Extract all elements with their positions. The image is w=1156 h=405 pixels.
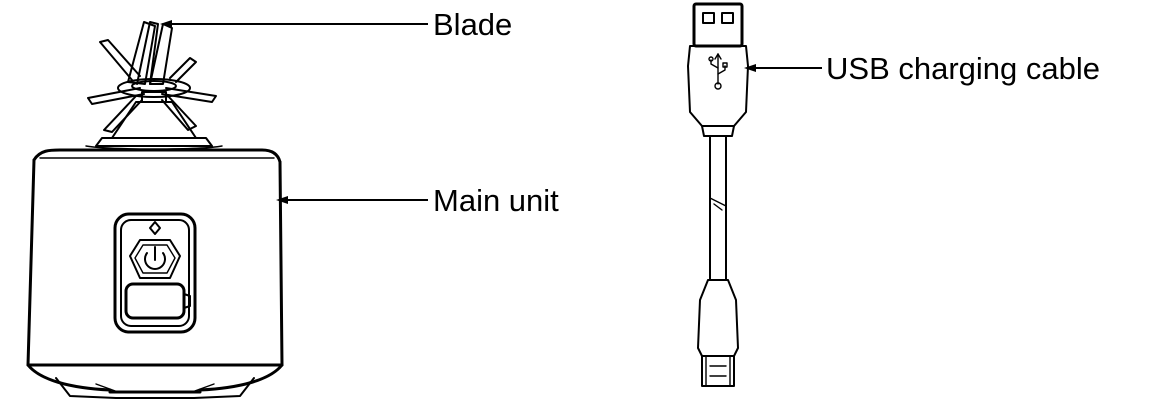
power-button-icon — [129, 239, 181, 279]
blade-assembly — [87, 21, 217, 133]
blade-collar — [85, 101, 223, 150]
usb-cable-illustration: USB charging cable — [687, 2, 1100, 387]
usb-cable-leader — [744, 64, 822, 72]
usb-symbol-icon — [708, 53, 728, 90]
blade-label: Blade — [433, 7, 512, 42]
blade-leader — [160, 20, 428, 28]
charging-port-icon — [124, 282, 191, 320]
main-unit-label: Main unit — [433, 183, 559, 218]
blender-illustration: Blade Main unit — [26, 7, 559, 399]
cable-cord — [709, 135, 727, 281]
usb-cable-label: USB charging cable — [826, 51, 1100, 86]
usb-a-plug — [687, 2, 749, 137]
indicator-diamond-icon — [149, 221, 161, 235]
control-panel — [113, 212, 197, 334]
main-unit-body — [26, 148, 284, 399]
main-unit-leader — [276, 196, 428, 204]
micro-usb-plug — [697, 279, 739, 387]
